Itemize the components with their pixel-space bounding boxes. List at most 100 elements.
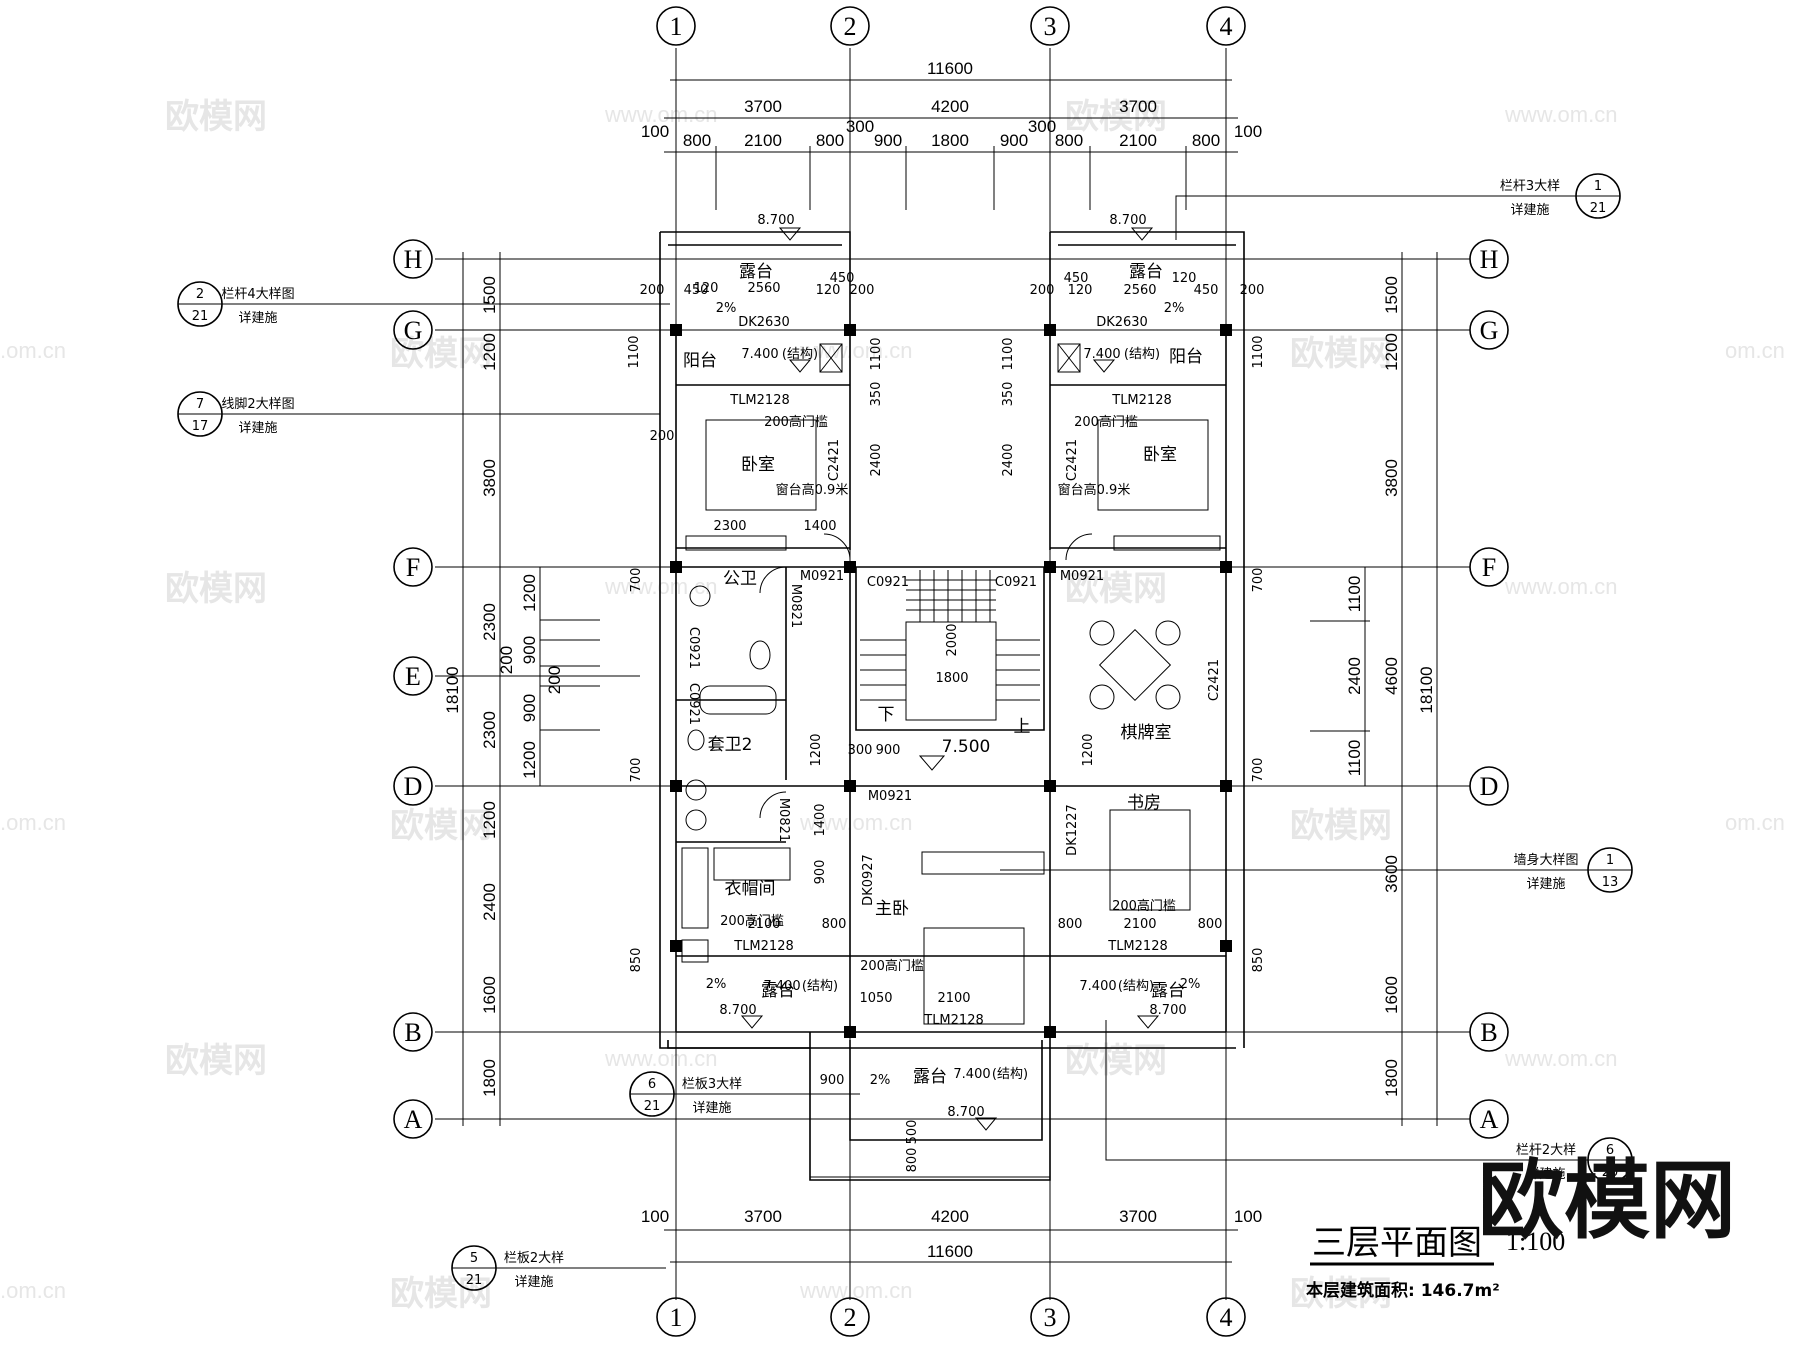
- axis-bubbles-top: 1 2 3 4: [656, 6, 1246, 46]
- dim-depth: 1100: [1345, 740, 1364, 777]
- dim: 1200: [809, 733, 824, 766]
- opening-code: M0921: [800, 569, 844, 584]
- dim: 900: [876, 743, 901, 758]
- callout-label: 墙身大样图: [1513, 852, 1578, 868]
- dim: 120: [694, 281, 719, 296]
- watermark-url: www.om.cn: [1504, 574, 1617, 599]
- dim-sub: 900: [520, 636, 539, 664]
- area-note: 本层建筑面积: 146.7m²: [1306, 1280, 1500, 1301]
- dim: 200: [1030, 283, 1055, 298]
- dim-sub: 1200: [520, 574, 539, 612]
- axis-label: A: [1480, 1105, 1499, 1134]
- slope: 2%: [716, 301, 737, 316]
- watermark-logo: 欧模网: [165, 1041, 267, 1081]
- axis-label: 3: [1044, 12, 1057, 41]
- watermark-logo: 欧模网: [1290, 334, 1392, 374]
- callout-num: 1: [1606, 853, 1614, 868]
- callout-num: 5: [470, 1251, 478, 1266]
- dim-sub: 2100: [1119, 131, 1157, 150]
- dim-total-width: 11600: [927, 59, 973, 78]
- dim: 120: [1172, 271, 1197, 286]
- drawing-title: 三层平面图: [1312, 1223, 1482, 1263]
- watermark-url: www.om.cn: [604, 1046, 717, 1071]
- elevations: 8.700 8.700 7.400 (结构) 7.400 (结构) 7.500 …: [706, 213, 1200, 1131]
- callout-6: 6 20 栏杆2大样 详建施: [1105, 1020, 1633, 1183]
- callout-2: 2 21 栏杆4大样图 详建施: [177, 281, 670, 327]
- dim-offset: 300: [846, 117, 874, 136]
- dim: 200: [1240, 283, 1265, 298]
- watermark-domain: .om.cn: [0, 338, 66, 363]
- dim: 700: [629, 758, 644, 783]
- threshold-note: 200高门槛: [764, 414, 828, 430]
- watermark-logo: 欧模网: [1290, 1274, 1392, 1314]
- callout-num: 7: [196, 397, 204, 412]
- watermark-url: om.cn: [1725, 810, 1785, 835]
- dim-depth: 1200: [480, 801, 499, 839]
- opening-code: M0821: [776, 798, 791, 842]
- callout-label: 栏板3大样: [682, 1077, 742, 1092]
- callout-sub: 详建施: [692, 1101, 731, 1116]
- room-suite-bath: 套卫2: [708, 735, 753, 755]
- dim: 2560: [747, 281, 780, 296]
- elevation: 7.400: [1083, 347, 1120, 362]
- dim-depth: 1600: [1382, 976, 1401, 1014]
- callout-label: 线脚2大样图: [221, 396, 294, 412]
- dim-depth: 1200: [480, 333, 499, 371]
- dim: 1100: [869, 337, 884, 370]
- opening-code: M0821: [788, 584, 803, 628]
- room-terrace: 露台: [1129, 262, 1163, 282]
- watermark-brand-logo: 欧模网: [1478, 1151, 1736, 1251]
- threshold-note: 200高门槛: [860, 958, 924, 974]
- callout-num: 2: [196, 287, 204, 302]
- room-terrace: 露台: [913, 1067, 947, 1087]
- callout-label: 栏板2大样: [504, 1251, 564, 1266]
- callout-sub: 详建施: [1510, 203, 1549, 218]
- elevation: 7.400: [763, 979, 800, 994]
- callout-sub: 详建施: [238, 311, 277, 326]
- dim-depth: 3800: [480, 459, 499, 497]
- axis-bubbles-left: H G F E D B A: [393, 239, 433, 1139]
- elevation: 7.500: [942, 737, 991, 757]
- axis-label: 4: [1220, 12, 1233, 41]
- elevation: 8.700: [1109, 213, 1146, 228]
- opening-code: TLM2128: [733, 939, 793, 954]
- watermark-url: www.om.cn: [1504, 1046, 1617, 1071]
- dim: 1400: [803, 519, 836, 534]
- dim-offset: 100: [1234, 1207, 1262, 1226]
- axis-label: B: [1480, 1018, 1497, 1047]
- dim-sub: 900: [520, 694, 539, 722]
- dim: 120: [816, 283, 841, 298]
- opening-code: C0921: [686, 627, 701, 669]
- drawing-scale: 1:100: [1506, 1227, 1565, 1256]
- dim: 350: [869, 382, 884, 407]
- room-chess: 棋牌室: [1121, 723, 1172, 743]
- axis-label: 1: [670, 1303, 683, 1332]
- opening-code: DK2630: [738, 315, 790, 330]
- dim: 450: [1064, 271, 1089, 286]
- threshold-note: 200高门槛: [720, 913, 784, 929]
- dim: 2100: [937, 991, 970, 1006]
- dim: 700: [629, 568, 644, 593]
- right-dimensions: 18100 1500 1200 3800 4600 3600 1600 1800…: [1310, 252, 1438, 1126]
- axis-label: E: [405, 662, 421, 691]
- axis-label: G: [404, 316, 423, 345]
- room-balcony: 阳台: [1169, 347, 1203, 367]
- title-block: 三层平面图 1:100 本层建筑面积: 146.7m²: [1306, 1223, 1565, 1301]
- dim: 2400: [869, 443, 884, 476]
- callout-sheet: 17: [192, 419, 209, 434]
- dim-bay: 3700: [1119, 1207, 1157, 1226]
- slope: 2%: [870, 1073, 891, 1088]
- left-dimensions: 18100 1500 1200 3800 2300 2300 1200 2400…: [443, 252, 600, 1126]
- dim: 2300: [713, 519, 746, 534]
- callout-4: 1 13 墙身大样图 详建施: [1000, 847, 1633, 893]
- dim: 1400: [813, 803, 828, 836]
- room-terrace: 露台: [1151, 981, 1185, 1001]
- dim-bay: 3700: [744, 97, 782, 116]
- room-bedroom: 卧室: [741, 455, 775, 475]
- opening-code: TLM2128: [729, 393, 789, 408]
- elevation: 7.400: [741, 347, 778, 362]
- dim: 850: [629, 948, 644, 973]
- dim-sub: 1200: [520, 741, 539, 779]
- opening-code: M0921: [868, 789, 912, 804]
